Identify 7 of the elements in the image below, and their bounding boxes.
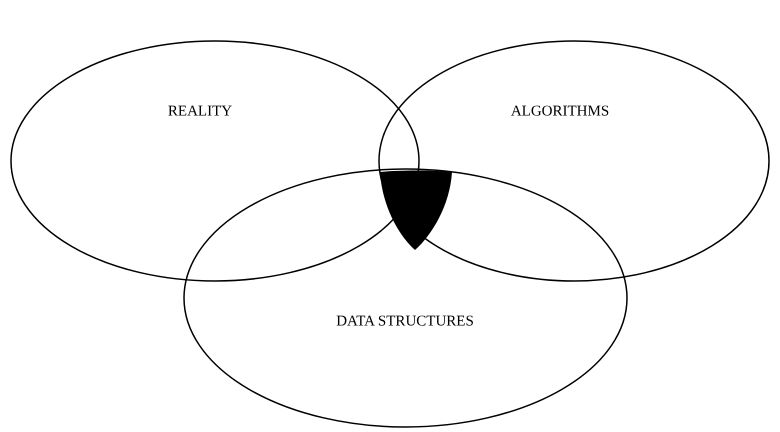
set-ellipse	[10, 40, 420, 282]
set-label: REALITY	[168, 104, 232, 120]
set-ellipse	[183, 168, 628, 428]
set-ellipse	[378, 40, 770, 282]
set-label: DATA STRUCTURES	[336, 314, 474, 330]
set-label: ALGORITHMS	[510, 104, 610, 120]
intersection-region	[380, 171, 452, 250]
